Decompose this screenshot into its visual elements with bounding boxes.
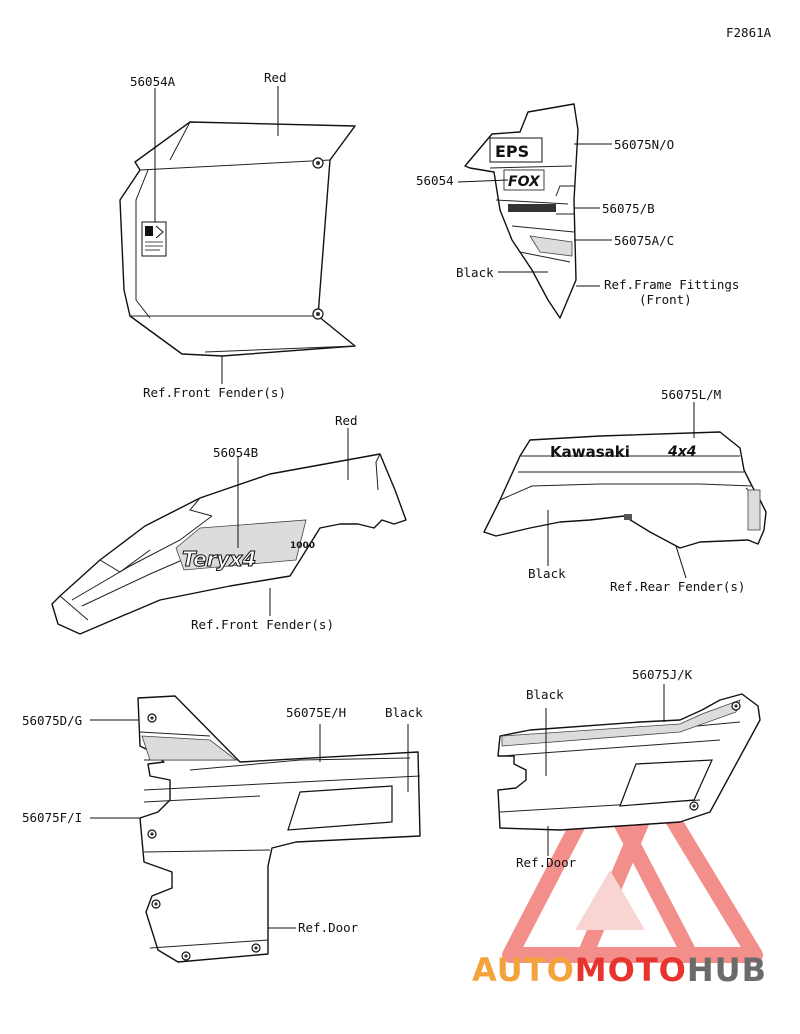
label-black-1: Black bbox=[456, 265, 494, 280]
label-ref-door-2: Ref.Door bbox=[516, 855, 577, 870]
label-ref-door-1: Ref.Door bbox=[298, 920, 359, 935]
figure-code: F2861A bbox=[726, 25, 772, 40]
watermark-text: AUTOMOTOHUB bbox=[472, 952, 767, 988]
label-56075D-G: 56075D/G bbox=[22, 713, 83, 728]
kawasaki-decal-text: Kawasaki bbox=[550, 443, 630, 461]
label-56075J-K: 56075J/K bbox=[632, 667, 693, 682]
label-ref-frame-fittings: Ref.Frame Fittings bbox=[604, 277, 740, 292]
front-fender-left-part: Teryx4 1000 bbox=[51, 453, 407, 635]
label-56075N-O: 56075N/O bbox=[614, 137, 675, 152]
teryx-decal-text: Teryx4 bbox=[182, 547, 256, 571]
label-black-2: Black bbox=[528, 566, 566, 581]
label-black-3: Black bbox=[385, 705, 423, 720]
eps-decal-text: EPS bbox=[495, 142, 529, 161]
label-56075L-M: 56075L/M bbox=[661, 387, 722, 402]
label-ref-frame-fittings-front: (Front) bbox=[639, 292, 692, 307]
frame-side-panel-part: EPS FOX bbox=[464, 103, 579, 319]
label-red-2: Red bbox=[335, 413, 358, 428]
door-panel-right-part bbox=[497, 693, 761, 831]
watermark-logo-icon bbox=[502, 774, 763, 963]
label-56075F-I: 56075F/I bbox=[22, 810, 83, 825]
watermark-auto: AUTO bbox=[472, 951, 575, 989]
watermark-hub: HUB bbox=[686, 951, 768, 989]
rear-fender-part: Kawasaki 4x4 bbox=[483, 431, 767, 549]
label-ref-front-fender-1: Ref.Front Fender(s) bbox=[143, 385, 286, 400]
door-panel-left-part bbox=[137, 695, 421, 963]
label-red-1: Red bbox=[264, 70, 287, 85]
label-56054B: 56054B bbox=[213, 445, 259, 460]
label-56054A: 56054A bbox=[130, 74, 176, 89]
fox-decal-text: FOX bbox=[508, 174, 541, 190]
label-56054: 56054 bbox=[416, 173, 454, 188]
4x4-decal-text: 4x4 bbox=[667, 444, 697, 460]
label-ref-rear-fender: Ref.Rear Fender(s) bbox=[610, 579, 746, 594]
watermark-moto: MOTO bbox=[574, 951, 687, 989]
label-56075E-H: 56075E/H bbox=[286, 705, 347, 720]
label-56075-B: 56075/B bbox=[602, 201, 655, 216]
teryx-sub-decal-text: 1000 bbox=[290, 541, 315, 551]
label-ref-front-fender-2: Ref.Front Fender(s) bbox=[191, 617, 334, 632]
label-56075A-C: 56075A/C bbox=[614, 233, 675, 248]
label-black-4: Black bbox=[526, 687, 564, 702]
